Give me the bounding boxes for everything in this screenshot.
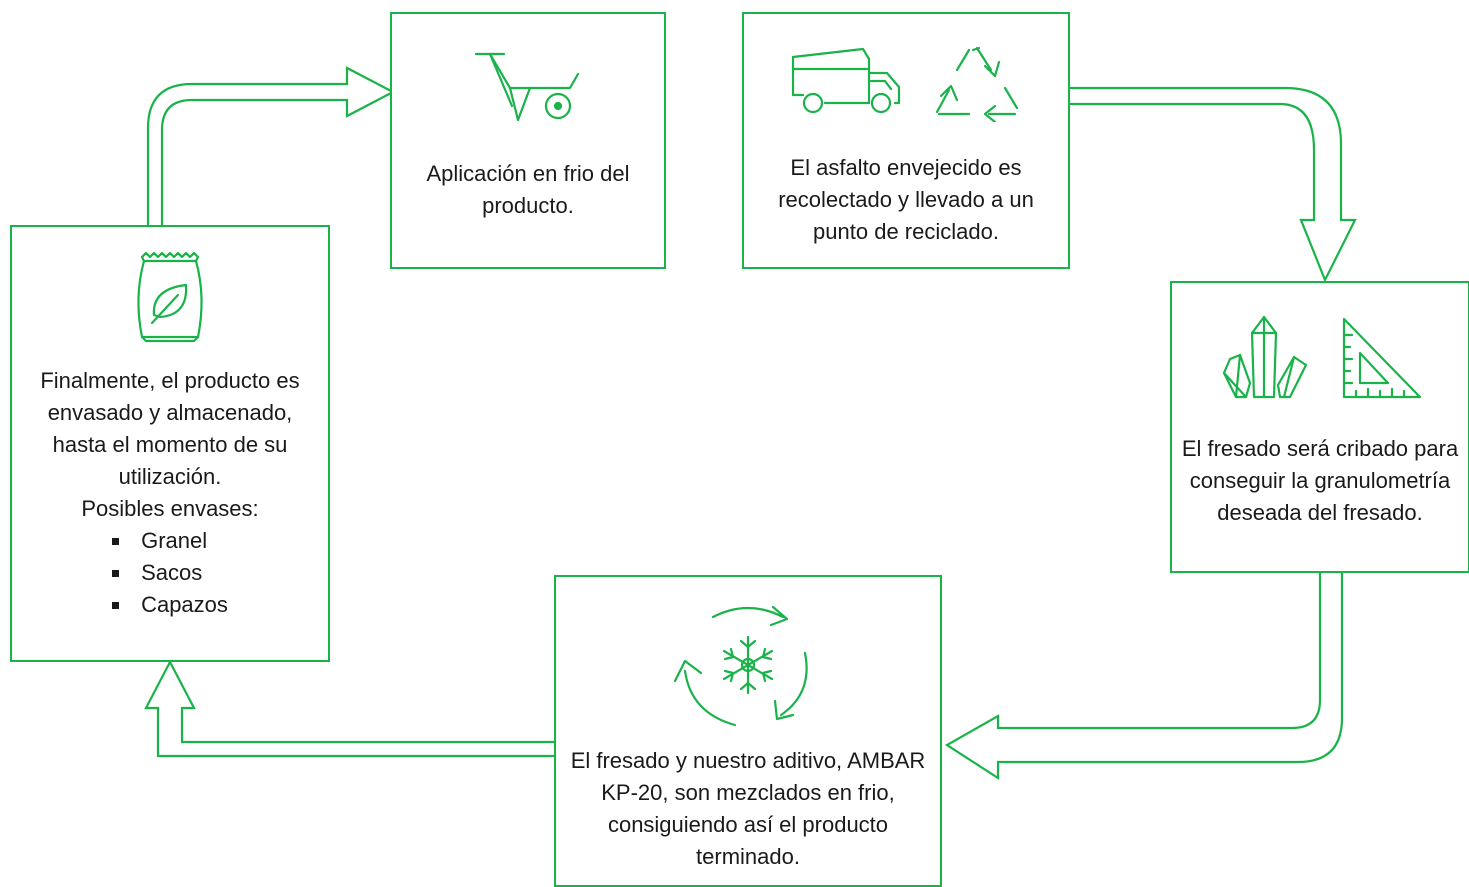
list-item: Capazos	[112, 589, 228, 621]
wheelbarrow-icon	[474, 52, 580, 122]
step-sieve-box: El fresado será cribado para conseguir l…	[1170, 281, 1469, 573]
crystals-icon	[1222, 315, 1308, 399]
step-store-subtitle: Posibles envases:	[81, 496, 259, 521]
step-store-text: Finalmente, el producto es envasado y al…	[40, 368, 300, 489]
cycle-arrows-icon	[673, 605, 808, 727]
arrow-collect-to-sieve	[1070, 86, 1357, 283]
step-store-box: Finalmente, el producto es envasado y al…	[10, 225, 330, 662]
snowflake-icon	[722, 635, 774, 695]
recycle-icon	[935, 46, 1019, 122]
set-square-icon	[1342, 317, 1422, 399]
step-collect-text: El asfalto envejecido es recolectado y l…	[778, 155, 1034, 244]
arrow-sieve-to-mix	[944, 573, 1344, 781]
bullet-icon	[112, 569, 120, 577]
step-collect-box: El asfalto envejecido es recolectado y l…	[742, 12, 1070, 269]
step-mix-box: El fresado y nuestro aditivo, AMBAR KP-2…	[554, 575, 942, 887]
arrow-mix-to-store	[144, 659, 554, 758]
bullet-icon	[112, 537, 120, 545]
step-mix-text: El fresado y nuestro aditivo, AMBAR KP-2…	[570, 748, 926, 869]
bag-leaf-icon	[137, 251, 203, 343]
dump-truck-icon	[791, 47, 901, 114]
list-item: Granel	[112, 525, 228, 557]
bullet-icon	[112, 601, 120, 609]
packaging-list: Granel Sacos Capazos	[112, 525, 228, 621]
step-apply-text: Aplicación en frio del producto.	[426, 161, 630, 218]
step-apply-box: Aplicación en frio del producto.	[390, 12, 666, 269]
step-sieve-text: El fresado será cribado para conseguir l…	[1181, 436, 1459, 525]
arrow-store-to-apply	[146, 66, 396, 225]
list-item: Sacos	[112, 557, 228, 589]
